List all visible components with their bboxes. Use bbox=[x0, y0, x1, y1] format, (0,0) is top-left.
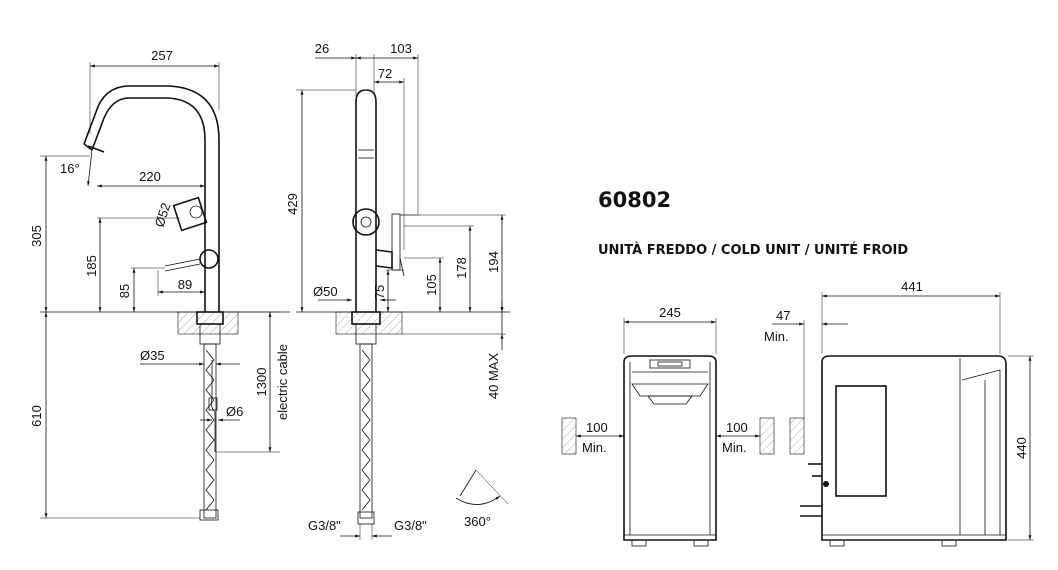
dim-105: 105 bbox=[424, 274, 439, 296]
dim-side-clear-right: 100 bbox=[726, 420, 748, 435]
cable-label: electric cable bbox=[275, 344, 290, 420]
dim-head-diam: Ø52 bbox=[152, 201, 174, 229]
rotation-label: 360° bbox=[464, 514, 491, 529]
dim-rear-clearance-min: Min. bbox=[764, 329, 789, 344]
cold-unit-side-view: 441 47 Min. 440 bbox=[764, 279, 1034, 547]
dim-103: 103 bbox=[390, 41, 412, 56]
dim-side-clear-left: 100 bbox=[586, 420, 608, 435]
dim-unit-height: 440 bbox=[1014, 437, 1029, 459]
dim-side-base-diam: Ø50 bbox=[313, 284, 338, 299]
cold-unit-front-view: 245 100 Min. 100 Min. bbox=[561, 305, 775, 547]
counter-section bbox=[177, 311, 239, 335]
dim-257: 257 bbox=[151, 48, 173, 63]
dim-cable-length: 1300 bbox=[254, 368, 269, 397]
model-subtitle: UNITÀ FREDDO / COLD UNIT / UNITÉ FROID bbox=[598, 242, 908, 258]
counter-section-side bbox=[335, 311, 403, 335]
model-code: 60802 bbox=[598, 188, 671, 212]
dim-85: 85 bbox=[117, 284, 132, 298]
wall-right bbox=[759, 417, 775, 455]
faucet-side-view: 26 103 72 429 Ø50 75 105 178 194 40 MAX bbox=[285, 41, 510, 540]
dim-unit-width: 245 bbox=[659, 305, 681, 320]
dim-angle: 16° bbox=[60, 161, 80, 176]
wall-rear bbox=[789, 417, 805, 455]
dim-side-clear-left-min: Min. bbox=[582, 440, 607, 455]
faucet-front-view: 257 16° 220 305 Ø52 185 85 89 Ø35 610 bbox=[29, 48, 290, 521]
dim-thread-right: G3/8" bbox=[394, 518, 427, 533]
dim-429: 429 bbox=[285, 193, 300, 215]
dim-75: 75 bbox=[372, 285, 387, 299]
dim-89: 89 bbox=[178, 277, 192, 292]
dim-305: 305 bbox=[29, 225, 44, 247]
dim-40-max: 40 MAX bbox=[486, 353, 501, 400]
dim-26: 26 bbox=[315, 41, 329, 56]
dim-72: 72 bbox=[378, 66, 392, 81]
dim-unit-depth: 441 bbox=[901, 279, 923, 294]
dim-194: 194 bbox=[486, 251, 501, 273]
dim-185: 185 bbox=[84, 255, 99, 277]
wall-left bbox=[561, 417, 577, 455]
dim-rear-clearance: 47 bbox=[776, 308, 790, 323]
dim-cable-diam: Ø6 bbox=[226, 404, 243, 419]
dim-side-clear-right-min: Min. bbox=[722, 440, 747, 455]
dim-610: 610 bbox=[29, 405, 44, 427]
dim-thread-left: G3/8" bbox=[308, 518, 341, 533]
dim-220: 220 bbox=[139, 169, 161, 184]
dim-base-diam: Ø35 bbox=[140, 348, 165, 363]
dim-178: 178 bbox=[454, 257, 469, 279]
